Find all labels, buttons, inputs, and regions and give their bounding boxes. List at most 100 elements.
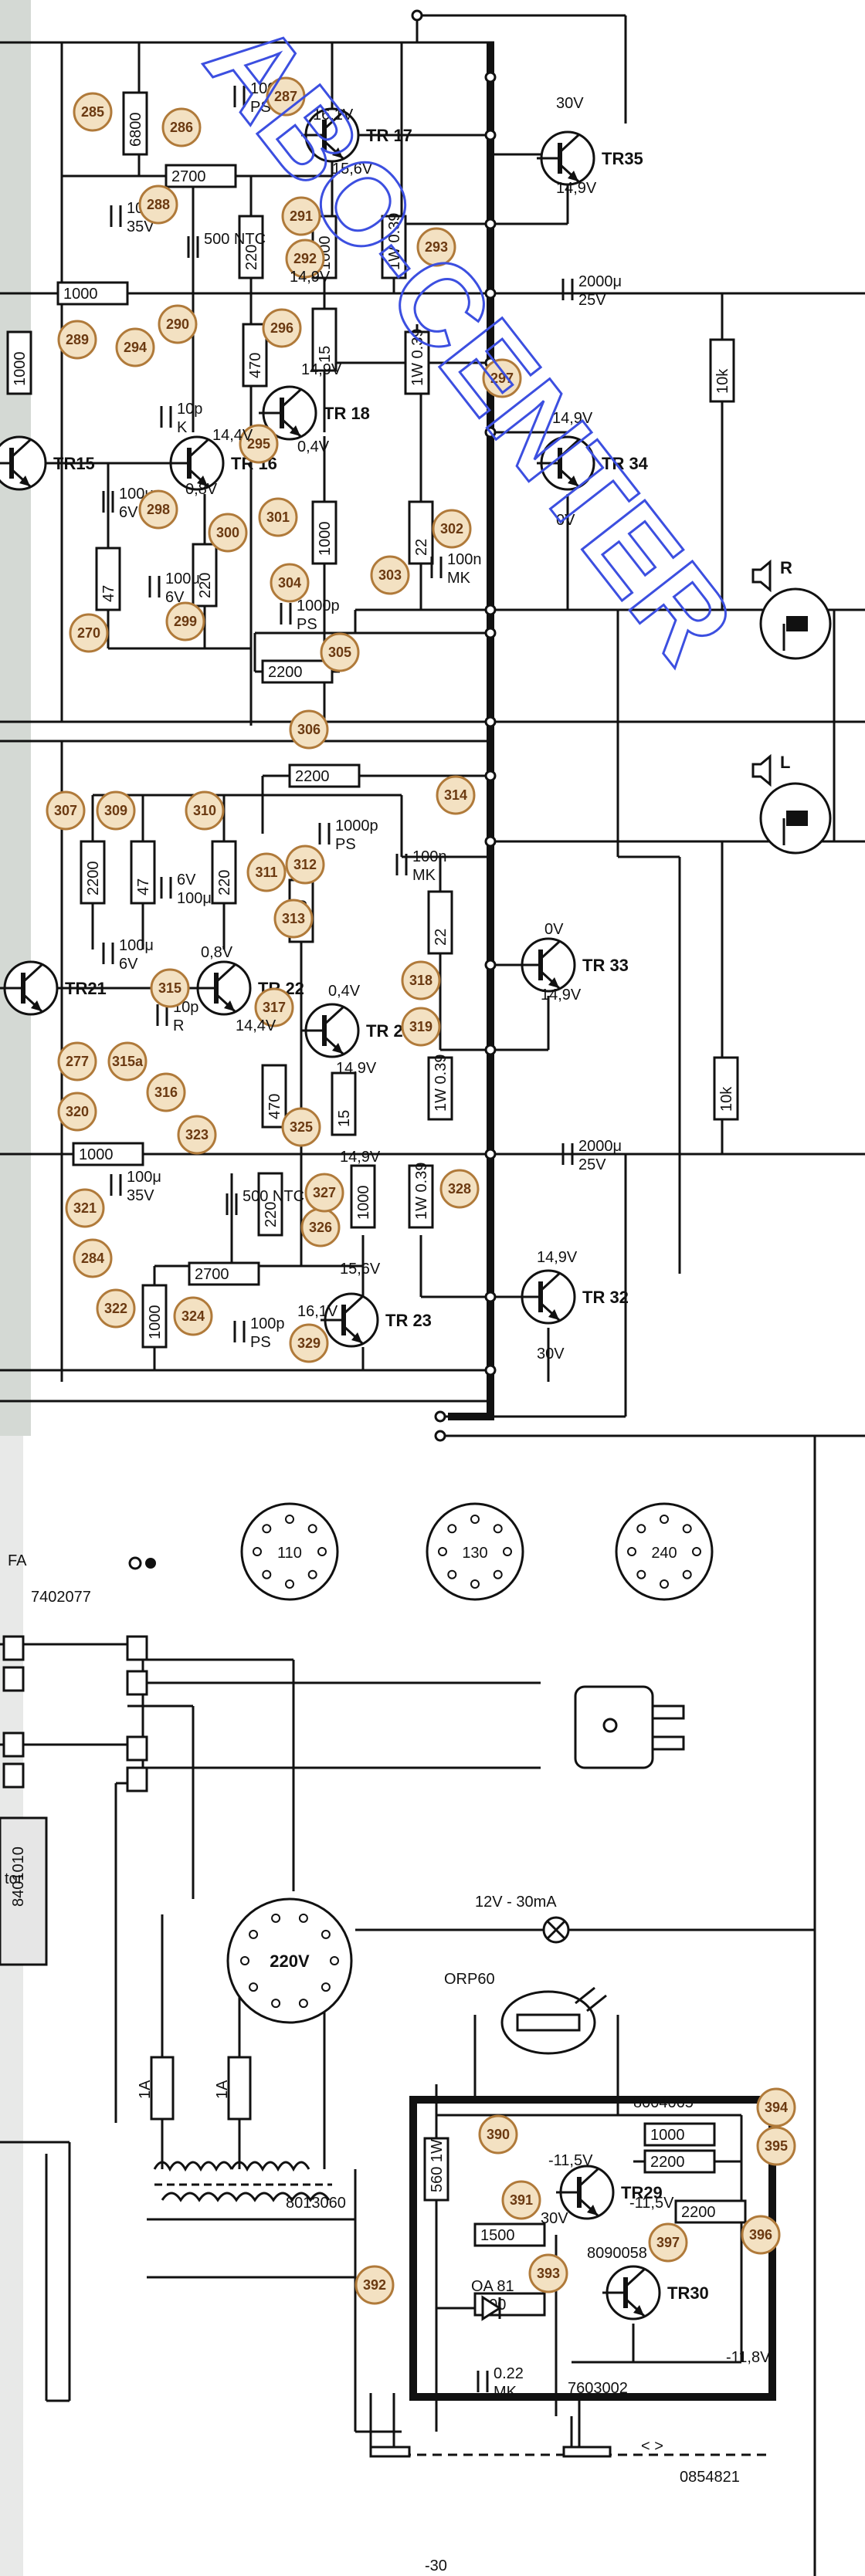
- part-ref-number: 310: [193, 803, 216, 818]
- part-ref-badge: 327: [304, 1173, 344, 1213]
- part-ref-badge: 397: [648, 2222, 688, 2263]
- part-ref-number: 326: [309, 1220, 332, 1235]
- resistor-value: 470: [266, 1094, 283, 1119]
- part-ref-number: 318: [409, 973, 432, 988]
- capacitor-rating: 6V: [165, 589, 185, 606]
- resistor-value: 470: [247, 353, 264, 378]
- part-ref-number: 320: [66, 1104, 89, 1119]
- part-ref-badge: 320: [57, 1092, 97, 1132]
- part-ref-number: 290: [166, 316, 189, 332]
- part-ref-number: 292: [293, 251, 317, 266]
- capacitor-rating: 25V: [578, 292, 606, 309]
- capacitor-value: 100p: [250, 1315, 285, 1332]
- transistor-label: TR 34: [602, 454, 649, 473]
- capacitor-rating: PS: [250, 1334, 271, 1351]
- part-ref-number: 315a: [112, 1054, 144, 1069]
- speaker-icon: [751, 559, 772, 593]
- transistor-tr30: TR30: [602, 2265, 709, 2320]
- reference-numbers-layer: 2852862872882892902912922932942952962972…: [46, 76, 796, 2305]
- part-ref-number: 284: [81, 1251, 104, 1266]
- speaker-spk-l: L: [751, 753, 832, 855]
- resistor-value: 2200: [85, 861, 102, 896]
- part-ref-number: 396: [749, 2227, 772, 2243]
- part-ref-number: 316: [154, 1085, 178, 1100]
- speakers-layer: RL: [751, 558, 832, 855]
- resistor: 15: [311, 307, 338, 372]
- transistor-label: TR21: [65, 979, 107, 998]
- voltage-label: 14,9V: [552, 410, 593, 427]
- capacitor-rating: K: [177, 419, 188, 436]
- part-ref-number: 303: [378, 567, 402, 583]
- light-dependent-resistor: ORP60: [444, 1971, 607, 2055]
- part-ref-badge: 292: [285, 239, 325, 279]
- part-ref-number: 322: [104, 1301, 127, 1316]
- scan-edge-shadow-lower: [0, 1436, 23, 2576]
- part-ref-number: 317: [263, 1000, 286, 1015]
- part-ref-badge: 324: [173, 1296, 213, 1336]
- resistor-value: 10k: [714, 368, 731, 394]
- part-ref-badge: 328: [439, 1169, 480, 1209]
- resistor-value: 1000: [650, 2127, 685, 2144]
- part-ref-badge: 390: [478, 2114, 518, 2155]
- part-ref-badge: 329: [289, 1323, 329, 1363]
- resistor-value: 2200: [268, 664, 303, 681]
- resistor: 1W 0.39: [408, 1163, 434, 1229]
- lower-amplifier-wiring: [0, 610, 865, 2576]
- part-ref-badge: 323: [177, 1115, 217, 1155]
- part-ref-number: 295: [247, 436, 270, 452]
- resistor: 2200: [643, 2149, 716, 2174]
- resistor-value: 1000: [317, 522, 334, 557]
- capacitor-rating: MK: [494, 2384, 517, 2401]
- transistor-tr24: TR 24: [301, 1003, 413, 1058]
- capacitor-rating: PS: [250, 99, 271, 116]
- part-ref-badge: 295: [239, 424, 279, 464]
- part-ref-badge: 392: [354, 2265, 395, 2305]
- part-ref-badge: 394: [756, 2087, 796, 2127]
- power-supply-wiring: [0, 1643, 815, 2433]
- plug-voltage-label: 110: [277, 1545, 302, 1562]
- voltage-label: 14,9V: [336, 1060, 377, 1077]
- motor-part: 8401010: [10, 1847, 27, 1907]
- capacitor-rating: 35V: [127, 1187, 154, 1204]
- part-ref-badge: 393: [528, 2253, 568, 2293]
- part-ref-number: 289: [66, 332, 89, 347]
- part-ref-badge: 293: [416, 227, 456, 267]
- part-ref-badge: 317: [254, 987, 294, 1027]
- voltage-label: 14,9V: [556, 180, 597, 197]
- voltage-label: 0V: [544, 921, 564, 938]
- resistor: 15: [331, 1071, 357, 1136]
- resistor: 1500: [473, 2222, 546, 2247]
- part-ref-badge: 318: [401, 960, 441, 1000]
- resistor-value: 560 1W: [429, 2139, 446, 2192]
- transistor-tr22: TR 22: [193, 960, 304, 1016]
- part-ref-badge: 303: [370, 555, 410, 595]
- resistor: 2200: [288, 763, 361, 788]
- part-ref-number: 307: [54, 803, 77, 818]
- part-ref-number: 394: [765, 2100, 788, 2115]
- part-ref-badge: 302: [432, 509, 472, 549]
- resistor: 47: [130, 840, 156, 905]
- resistor-value: 220: [216, 870, 233, 895]
- capacitor-value: 1000p: [335, 817, 378, 834]
- voltage-label: 15,6V: [340, 1261, 381, 1278]
- transistor-tr33: TR 33: [517, 937, 629, 993]
- resistor: 10k: [713, 1056, 739, 1121]
- resistor: 1000: [72, 1142, 144, 1166]
- part-ref-number: 311: [255, 865, 277, 880]
- part-ref-number: 286: [170, 120, 193, 135]
- part-ref-badge: 287: [266, 76, 306, 117]
- plate-ref-label: 0854821: [680, 2469, 740, 2486]
- part-ref-badge: 270: [69, 613, 109, 653]
- resistor: 1000: [643, 2122, 716, 2147]
- speaker-spk-r: R: [751, 558, 832, 660]
- part-ref-number: 393: [537, 2266, 560, 2281]
- transistor-label: TR35: [602, 149, 643, 168]
- speaker-channel-label: L: [780, 753, 790, 772]
- resistor: 2200: [674, 2199, 747, 2224]
- fuse: 1A: [137, 2056, 175, 2121]
- voltage-label: 0,8V: [185, 481, 218, 498]
